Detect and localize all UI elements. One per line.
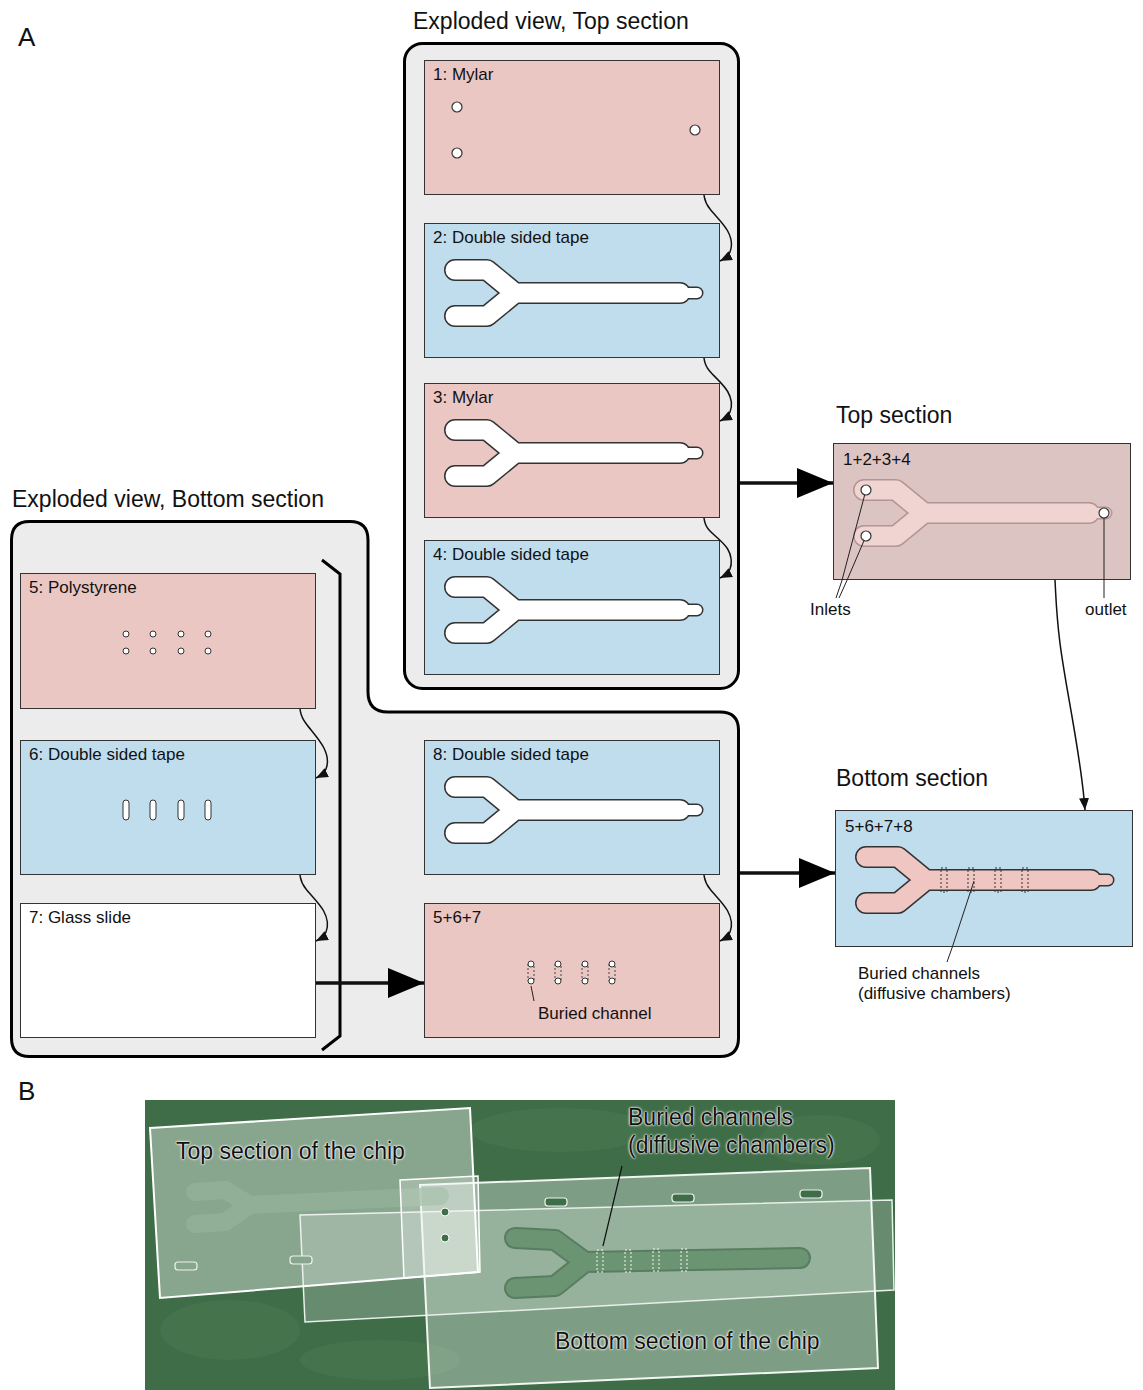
box-label: 8: Double sided tape (433, 745, 589, 765)
text-holder: Buried channels (diffusive chambers) (858, 964, 1033, 1005)
box-label: 7: Glass slide (29, 908, 131, 928)
layer-box: 8: Double sided tape (424, 740, 720, 875)
layer-box: 3: Mylar (424, 383, 720, 518)
layer-box: 7: Glass slide (20, 903, 316, 1038)
text-holder: 2: Double sided tape (433, 228, 589, 248)
panel-letter: B (18, 1076, 35, 1107)
layer-box: 6: Double sided tape (20, 740, 316, 875)
layer-drawing (455, 787, 697, 833)
text-holder: 3: Mylar (433, 388, 493, 408)
layer-drawing (842, 485, 1109, 581)
text-holder: 5+6+7 (433, 908, 481, 928)
callout-label: Buried channels (diffusive chambers) (858, 964, 1033, 1005)
layer-drawing (405, 44, 739, 689)
assembly-box: Top section1+2+3+4 (833, 443, 1131, 580)
text-holder: Buried channel (538, 1004, 651, 1024)
text-holder: 1: Mylar (433, 65, 493, 85)
text-holder: Bottom section (836, 765, 988, 793)
layer-drawing (455, 430, 697, 476)
layer-drawing (123, 631, 211, 654)
text-holder: 5+6+7+8 (845, 817, 913, 837)
box-label: 3: Mylar (433, 388, 493, 408)
group-panel: Exploded view, Top section1: Mylar2: Dou… (403, 42, 740, 690)
text-holder: Bottom section of the chip (555, 1328, 820, 1356)
text-holder: 4: Double sided tape (433, 545, 589, 565)
box-label: 5+6+7+8 (845, 817, 913, 837)
text-holder: 8: Double sided tape (433, 745, 589, 765)
photo-channel (515, 1238, 800, 1288)
panel-letter: A (18, 22, 35, 53)
text-holder: 1+2+3+4 (843, 450, 911, 470)
section-heading: Top section (836, 402, 952, 430)
layer-drawing (12, 522, 739, 1057)
section-heading: Bottom section (836, 765, 988, 793)
photo-buried-channels (597, 1249, 687, 1272)
photo-label: Buried channels (diffusive chambers) (628, 1104, 878, 1159)
text-holder: 7: Glass slide (29, 908, 131, 928)
text-holder: B (18, 1076, 35, 1107)
text-holder: A (18, 22, 35, 53)
box-label: 2: Double sided tape (433, 228, 589, 248)
layer-drawing (452, 102, 700, 158)
layer-drawing (123, 800, 211, 820)
photo-holes (441, 1208, 449, 1242)
group-panel: Exploded view, Bottom section5: Polystyr… (10, 520, 740, 1058)
text-holder: Top section (836, 402, 952, 430)
layer-box: 1: Mylar (424, 60, 720, 195)
callout-label: Inlets (810, 600, 851, 620)
photo-label: Bottom section of the chip (555, 1328, 820, 1356)
flow-arrow (740, 871, 835, 875)
text-holder: Exploded view, Bottom section (12, 486, 324, 514)
flow-arrow (740, 481, 833, 485)
group-heading: Exploded view, Bottom section (12, 486, 324, 514)
text-holder: Exploded view, Top section (413, 8, 689, 36)
text-holder: 6: Double sided tape (29, 745, 185, 765)
layer-box: 5: Polystyrene (20, 573, 316, 709)
layer-drawing (455, 587, 697, 633)
leader-line (603, 1166, 622, 1246)
box-label: 5: Polystyrene (29, 578, 137, 598)
text-holder: Inlets (810, 600, 851, 620)
hinge (400, 1176, 480, 1278)
text-holder: Top section of the chip (176, 1138, 405, 1166)
layer-drawing (455, 270, 697, 316)
bottom-plate (420, 1168, 878, 1388)
flow-arrow (1055, 580, 1085, 810)
box-label: 1+2+3+4 (843, 450, 911, 470)
callout-label: Buried channel (538, 1004, 651, 1024)
assembly-box: 5+6+7Buried channel (424, 903, 720, 1038)
assembly-box: Bottom section5+6+7+8 (835, 810, 1133, 947)
box-label: 4: Double sided tape (433, 545, 589, 565)
layer-box: 4: Double sided tape (424, 540, 720, 675)
box-label: 1: Mylar (433, 65, 493, 85)
callout-label: outlet (1085, 600, 1127, 620)
group-heading: Exploded view, Top section (413, 8, 689, 36)
box-label: 6: Double sided tape (29, 745, 185, 765)
layer-drawing (866, 857, 1108, 948)
layer-box: 2: Double sided tape (424, 223, 720, 358)
text-holder: outlet (1085, 600, 1127, 620)
layer-drawing (528, 961, 615, 1001)
box-label: 5+6+7 (433, 908, 481, 928)
photo-label: Top section of the chip (176, 1138, 405, 1166)
text-holder: Buried channels (diffusive chambers) (628, 1104, 878, 1159)
text-holder: 5: Polystyrene (29, 578, 137, 598)
chip-photo (145, 1100, 895, 1390)
